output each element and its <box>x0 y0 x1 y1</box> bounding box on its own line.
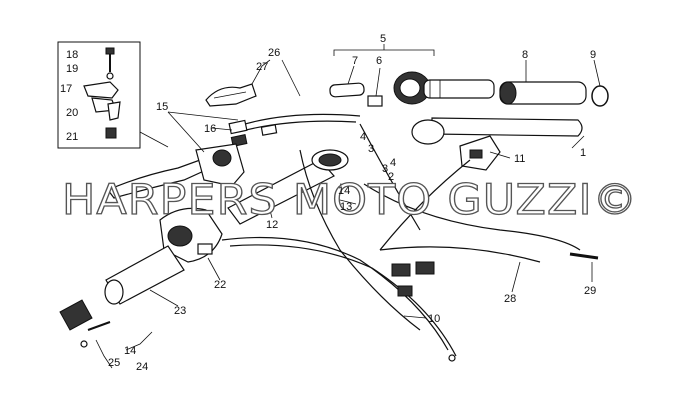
callout-15: 15 <box>156 101 168 113</box>
left-hand-grip <box>59 245 185 348</box>
callout-14a: 14 <box>338 185 350 197</box>
callout-7: 7 <box>352 55 358 67</box>
callout-21: 21 <box>66 131 78 143</box>
callout-24: 24 <box>136 361 148 373</box>
callout-13: 13 <box>340 201 352 213</box>
callout-1: 1 <box>580 147 586 159</box>
handlebar-left <box>227 149 349 225</box>
watermark: HARPERS MOTO GUZZI© <box>62 175 638 224</box>
callout-2: 2 <box>388 171 394 183</box>
callout-27: 27 <box>256 61 268 73</box>
callout-22: 22 <box>214 279 226 291</box>
leader-lines <box>95 44 601 369</box>
callout-25: 25 <box>108 357 120 369</box>
callout-12: 12 <box>266 219 278 231</box>
callout-5: 5 <box>380 33 386 45</box>
callout-3a: 3 <box>368 143 374 155</box>
brake-lever-assembly <box>107 143 245 199</box>
callout-28: 28 <box>504 293 516 305</box>
callout-17: 17 <box>60 83 72 95</box>
throttle-grip-assembly <box>329 71 495 107</box>
callout-29: 29 <box>584 285 596 297</box>
left-switch-housing <box>159 207 223 263</box>
inset-box <box>57 41 169 149</box>
callout-18: 18 <box>66 49 78 61</box>
callout-20: 20 <box>66 107 78 119</box>
left-grip <box>499 81 609 107</box>
callout-26: 26 <box>268 47 280 59</box>
callout-3b: 3 <box>382 163 388 175</box>
callout-8: 8 <box>522 49 528 61</box>
callout-19: 19 <box>66 63 78 75</box>
right-switch <box>459 135 501 171</box>
cable-runs <box>221 123 599 362</box>
callout-labels: 1 2 3 3 4 4 5 6 7 8 9 10 11 12 13 14 14 … <box>60 33 596 373</box>
callout-16: 16 <box>204 123 216 135</box>
throttle-cable-pair <box>205 83 361 147</box>
callout-9: 9 <box>590 49 596 61</box>
callout-10: 10 <box>428 313 440 325</box>
callout-11: 11 <box>514 153 525 165</box>
callout-4b: 4 <box>390 157 396 169</box>
callout-14b: 14 <box>124 345 136 357</box>
handlebar-right <box>411 117 583 145</box>
callout-23: 23 <box>174 305 186 317</box>
callout-4a: 4 <box>360 131 366 143</box>
callout-6: 6 <box>376 55 382 67</box>
